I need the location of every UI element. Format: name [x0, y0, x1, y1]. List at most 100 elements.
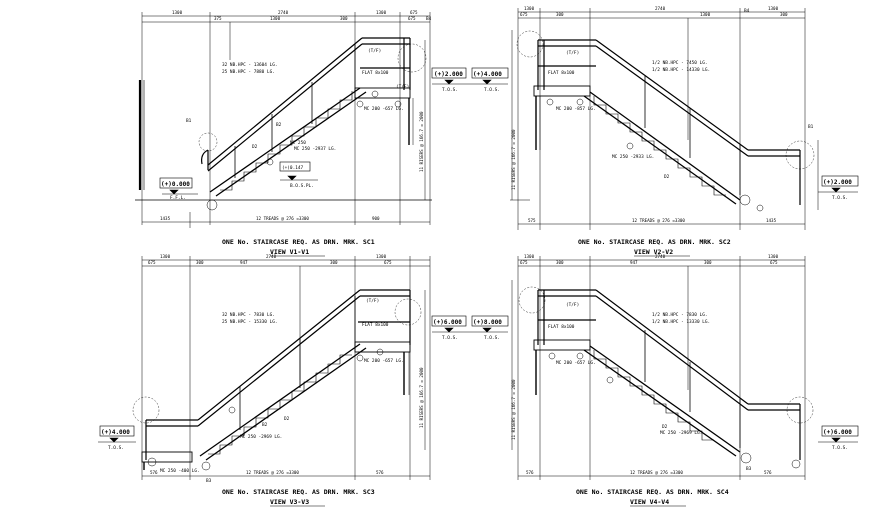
v2-level-top-tag: T.O.S. — [484, 87, 500, 93]
v4-bottom-dim-3: 576 — [764, 470, 772, 475]
v4-rise-note: 11 RISERS @ 166.7 = 2000 — [511, 379, 516, 440]
v3-level-bottom: (+)4.000 — [101, 429, 130, 436]
v1-subtitle: VIEW V1-V1 — [270, 248, 309, 256]
v2-posts — [644, 76, 741, 195]
v1-level-bottom: (+)0.000 — [161, 181, 190, 188]
v4-level-bottom-marker — [818, 425, 859, 443]
v1-level-top: (+)2.000 — [434, 71, 463, 78]
view-v3 — [98, 256, 470, 480]
v1-level-top-marker — [431, 67, 470, 85]
v4-stringer — [583, 345, 741, 457]
view-v2-texts: 1300 2740 1300 675 300 1300 300 575 12 T… — [473, 6, 852, 256]
v4-bottom-dim-2: 12 TREADS @ 276 =3300 — [630, 470, 683, 475]
v1-posts — [234, 44, 356, 178]
v1-dimension-frame — [141, 12, 431, 228]
v4-sub-dim-4: 300 — [704, 260, 712, 265]
v1-level-mid-tag: B.O.S.PL. — [290, 183, 314, 189]
v3-title: ONE No. STAIRCASE REQ. AS DRN. MRK. SC3 — [222, 488, 375, 496]
v2-top-dim-1: 1300 — [524, 6, 535, 11]
v2-note-4: MC 200 -857 LG. — [556, 106, 596, 112]
v3-top-dim-2: 2740 — [266, 254, 277, 259]
v4-level-top: (+)8.000 — [473, 319, 502, 326]
v4-level-top-tag: T.O.S. — [484, 335, 500, 341]
v1-bottom-dim-3: 900 — [372, 216, 380, 221]
v2-level-bottom: (+)2.000 — [823, 179, 852, 186]
v3-note-1: 32 NB.HPC - 7830 LG. — [222, 312, 275, 318]
v1-sub-dim-4: 675 — [408, 16, 416, 21]
v1-top-dim-4: 675 — [410, 10, 418, 15]
v4-top-dim-3: 1300 — [768, 254, 779, 259]
v4-note-5: MC 250 -2969 LG. — [660, 430, 702, 436]
v2-subtitle: VIEW V2-V2 — [634, 248, 673, 256]
v4-note-4: MC 200 -657 LG. — [556, 360, 596, 366]
v1-tag-1: B1 — [186, 118, 192, 124]
view-v3-texts: 1300 2740 1300 675 300 947 300 675 576 1… — [101, 254, 462, 506]
v2-sub-dim-1: 675 — [520, 12, 528, 17]
v3-level-top-marker — [431, 315, 470, 333]
v1-treads — [220, 91, 353, 191]
v3-note-5: MC 250 -2969 LG. — [240, 434, 282, 440]
v1-tag-3: D2 — [252, 144, 258, 150]
view-v4-texts: 1300 2740 1300 675 300 947 300 675 576 1… — [473, 254, 852, 506]
v2-handrail — [537, 39, 801, 205]
v2-level-top-marker — [470, 67, 509, 85]
v4-sub-dim-1: 675 — [520, 260, 528, 265]
v2-tag-1: B4 — [744, 8, 750, 14]
v2-bottom-dim-3: 1435 — [766, 218, 777, 223]
v4-subtitle: VIEW V4-V4 — [630, 498, 669, 506]
v4-level-bottom-tag: T.O.S. — [832, 445, 848, 451]
v3-level-bottom-marker — [98, 425, 136, 443]
v1-tag-6: (T/F) — [396, 84, 409, 90]
v2-level-top: (+)4.000 — [473, 71, 502, 78]
v4-title: ONE No. STAIRCASE REQ. AS DRN. MRK. SC4 — [576, 488, 729, 496]
v1-level-bottom-marker — [159, 177, 198, 195]
v2-tag-4: (T/F) — [566, 50, 579, 56]
v1-rise-note: 11 RISERS @ 166.7 = 2000 — [419, 111, 424, 172]
v3-level-top-tag: T.O.S. — [442, 335, 458, 341]
v4-bottom-dim-1: 576 — [526, 470, 534, 475]
v2-title: ONE No. STAIRCASE REQ. AS DRN. MRK. SC2 — [578, 238, 731, 246]
v3-tag-1: B2 — [262, 422, 268, 428]
v1-note-1: 32 NB.HPC - 13604 LG. — [222, 62, 278, 68]
v1-level-mid: (+)0.147 — [282, 165, 304, 171]
v2-sub-dim-3: 1300 — [700, 12, 711, 17]
v2-treads — [593, 96, 726, 196]
v3-handrail — [145, 289, 411, 460]
view-v1 — [135, 12, 470, 228]
v1-bottom-dim-2: 12 TREADS @ 276 =3300 — [256, 216, 309, 221]
v2-level-bottom-tag: T.O.S. — [832, 195, 848, 201]
v3-note-6: MC 250 -400 LG. — [160, 468, 200, 474]
v2-tag-2: B1 — [808, 124, 814, 130]
view-v4 — [470, 256, 859, 480]
v4-dimension-frame — [511, 256, 806, 480]
v3-treads — [208, 354, 352, 455]
v4-level-bottom: (+)6.000 — [823, 429, 852, 436]
v2-note-3: FLAT 8x100 — [548, 70, 575, 76]
v3-sub-dim-4: 300 — [330, 260, 338, 265]
v3-stringer — [199, 343, 367, 461]
v1-top-dim-3: 1300 — [376, 10, 387, 15]
view-v2 — [470, 8, 859, 230]
v1-note-5: MC 250 -2937 LG. — [294, 146, 336, 152]
v3-posts — [239, 296, 356, 430]
view-v1-texts: 1300 2740 1300 675 375 1300 300 675 1435… — [160, 10, 463, 256]
v1-sub-dim-3: 300 — [340, 16, 348, 21]
v1-note-4: MC 200 -657 LG. — [364, 106, 404, 112]
v3-sub-dim-1: 675 — [148, 260, 156, 265]
v3-top-dim-1: 1300 — [160, 254, 171, 259]
v3-sub-dim-5: 675 — [384, 260, 392, 265]
v4-note-1: 1/2 NB.HPC - 7830 LG. — [652, 312, 708, 318]
v1-level-bottom-tag: F.F.L. — [170, 195, 186, 201]
v3-tag-4: (T/F) — [366, 298, 379, 304]
v2-top-dim-2: 2740 — [655, 6, 666, 11]
v2-bottom-dim-2: 12 TREADS @ 276 =3300 — [632, 218, 685, 223]
v2-dimension-frame — [511, 8, 819, 230]
v1-title: ONE No. STAIRCASE REQ. AS DRN. MRK. SC1 — [222, 238, 375, 246]
v2-note-1: 1/2 NB.HPC - 7450 LG. — [652, 60, 708, 66]
v1-tag-2: B4 — [426, 16, 432, 22]
v2-rise-note: 11 RISERS @ 166.7 = 2000 — [511, 129, 516, 190]
v1-sub-dim-2: 1300 — [270, 16, 281, 21]
v4-tag-2: B3 — [746, 466, 752, 472]
v2-sub-dim-2: 300 — [556, 12, 564, 17]
